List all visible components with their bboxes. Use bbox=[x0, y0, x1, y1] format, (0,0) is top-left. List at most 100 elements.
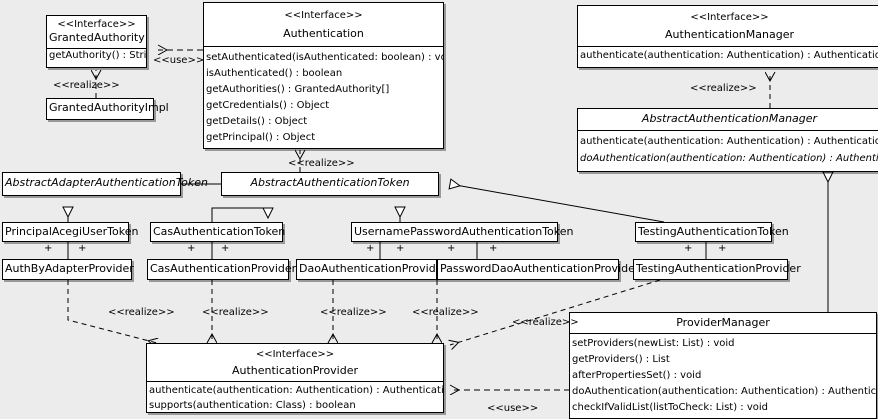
operations-compartment: getAuthority() : String bbox=[47, 49, 146, 63]
multiplicity-marker: + bbox=[718, 243, 727, 254]
class-name: DaoAuthenticationProvider bbox=[299, 262, 447, 275]
multiplicity-marker: + bbox=[684, 243, 693, 254]
operation: getProviders() : List bbox=[572, 354, 670, 365]
class-header: TestingAuthenticationToken bbox=[636, 223, 789, 241]
class-name: TestingAuthenticationToken bbox=[638, 225, 789, 238]
edge-label-realize-cas-provider: <<realize>> bbox=[202, 307, 269, 318]
class-header: AbstractAuthenticationToken bbox=[222, 173, 438, 192]
operation: authenticate(authentication: Authenticat… bbox=[580, 136, 878, 147]
class-testing-authentication-provider[interactable]: TestingAuthenticationProvider bbox=[633, 259, 801, 280]
multiplicity-marker: + bbox=[187, 243, 196, 254]
class-username-password-authentication-token[interactable]: UsernamePasswordAuthenticationToken bbox=[351, 222, 574, 242]
class-name: Authentication bbox=[283, 27, 364, 40]
class-provider-manager[interactable]: ProviderManager setProviders(newList: Li… bbox=[569, 312, 877, 419]
class-name: GrantedAuthority bbox=[49, 31, 145, 44]
class-header: GrantedAuthorityImpl bbox=[47, 99, 169, 117]
class-header: DaoAuthenticationProvider bbox=[297, 260, 447, 278]
class-principal-acegi-user-token[interactable]: PrincipalAcegiUserToken bbox=[2, 222, 139, 242]
operation: checkIfValidList(listToCheck: List) : vo… bbox=[572, 402, 769, 413]
multiplicity-marker: + bbox=[44, 243, 53, 254]
operation: authenticate(authentication: Authenticat… bbox=[580, 50, 878, 61]
stereotype-label: <<Interface>> bbox=[57, 19, 136, 30]
class-name: GrantedAuthorityImpl bbox=[49, 101, 169, 114]
operation: setProviders(newList: List) : void bbox=[572, 338, 735, 349]
class-abstract-authentication-token[interactable]: AbstractAuthenticationToken bbox=[221, 172, 439, 196]
class-testing-authentication-token[interactable]: TestingAuthenticationToken bbox=[635, 222, 789, 242]
stereotype-label: <<Interface>> bbox=[690, 12, 769, 23]
operation: getCredentials() : Object bbox=[206, 100, 330, 111]
class-header: AuthByAdapterProvider bbox=[3, 260, 134, 278]
edge-label-realize-auth-by-adapter: <<realize>> bbox=[108, 307, 175, 318]
class-header: AbstractAuthenticationManager bbox=[578, 109, 878, 131]
edge-label-realize-abstract-auth-manager: <<realize>> bbox=[690, 83, 757, 94]
class-password-dao-authentication-provider[interactable]: PasswordDaoAuthenticationProvider bbox=[437, 259, 640, 280]
multiplicity-marker: + bbox=[447, 243, 456, 254]
class-name: AuthByAdapterProvider bbox=[5, 262, 134, 275]
class-name: AbstractAuthenticationManager bbox=[641, 112, 818, 125]
class-header: <<Interface>> Authentication bbox=[204, 3, 443, 47]
class-cas-authentication-provider[interactable]: CasAuthenticationProvider bbox=[147, 259, 297, 280]
class-name: AuthenticationProvider bbox=[231, 364, 359, 377]
class-authentication-provider[interactable]: <<Interface>> AuthenticationProvider aut… bbox=[146, 343, 444, 413]
multiplicity-marker: + bbox=[78, 243, 87, 254]
class-dao-authentication-provider[interactable]: DaoAuthenticationProvider bbox=[296, 259, 447, 280]
class-name: UsernamePasswordAuthenticationToken bbox=[354, 225, 574, 238]
operations-compartment: authenticate(authentication: Authenticat… bbox=[147, 382, 443, 413]
operation: getPrincipal() : Object bbox=[206, 132, 316, 143]
class-authentication-manager[interactable]: <<Interface>> AuthenticationManager auth… bbox=[577, 5, 878, 68]
class-header: UsernamePasswordAuthenticationToken bbox=[352, 223, 574, 241]
class-header: ProviderManager bbox=[570, 313, 876, 334]
class-granted-authority-impl[interactable]: GrantedAuthorityImpl bbox=[46, 98, 169, 120]
operation: afterPropertiesSet() : void bbox=[572, 370, 702, 381]
class-header: CasAuthenticationToken bbox=[151, 223, 286, 241]
operation: getAuthority() : String bbox=[49, 50, 146, 61]
class-header: PrincipalAcegiUserToken bbox=[3, 223, 139, 241]
class-header: CasAuthenticationProvider bbox=[148, 260, 297, 278]
class-abstract-authentication-manager[interactable]: AbstractAuthenticationManager authentica… bbox=[577, 108, 878, 172]
operation-abstract: doAuthentication(authentication: Authent… bbox=[580, 153, 878, 164]
edge-label-realize-testing-provider: <<realize>> bbox=[512, 317, 579, 328]
operation: authenticate(authentication: Authenticat… bbox=[149, 385, 443, 396]
operation: getAuthorities() : GrantedAuthority[] bbox=[206, 84, 390, 95]
class-name: AbstractAuthenticationToken bbox=[250, 176, 410, 189]
edge-label-realize-granted-authority-impl: <<realize>> bbox=[53, 80, 120, 91]
operation: setAuthenticated(isAuthenticated: boolea… bbox=[206, 52, 443, 63]
operation: doAuthentication(authentication: Authent… bbox=[572, 386, 876, 397]
multiplicity-marker: + bbox=[489, 243, 498, 254]
class-granted-authority[interactable]: <<Interface>> GrantedAuthority getAuthor… bbox=[46, 15, 147, 68]
class-name: PasswordDaoAuthenticationProvider bbox=[440, 262, 640, 275]
operation: getDetails() : Object bbox=[206, 116, 308, 127]
class-name: ProviderManager bbox=[676, 316, 770, 329]
operations-compartment: authenticate(authentication: Authenticat… bbox=[578, 131, 878, 167]
multiplicity-marker: + bbox=[221, 243, 230, 254]
class-name: CasAuthenticationProvider bbox=[150, 262, 297, 275]
class-header: <<Interface>> AuthenticationProvider bbox=[147, 344, 443, 382]
class-name: PrincipalAcegiUserToken bbox=[5, 225, 139, 238]
class-cas-authentication-token[interactable]: CasAuthenticationToken bbox=[150, 222, 286, 242]
class-name: CasAuthenticationToken bbox=[153, 225, 286, 238]
class-header: <<Interface>> AuthenticationManager bbox=[578, 6, 878, 47]
class-authentication[interactable]: <<Interface>> Authentication setAuthenti… bbox=[203, 2, 444, 149]
class-header: AbstractAdapterAuthenticationToken bbox=[3, 173, 208, 192]
edge-label-realize-password-dao-provider: <<realize>> bbox=[412, 307, 479, 318]
edge-label-use-provider-manager: <<use>> bbox=[487, 403, 539, 414]
operations-compartment: setAuthenticated(isAuthenticated: boolea… bbox=[204, 47, 443, 146]
operations-compartment: authenticate(authentication: Authenticat… bbox=[578, 47, 878, 64]
class-header: PasswordDaoAuthenticationProvider bbox=[438, 260, 640, 278]
class-header: <<Interface>> GrantedAuthority bbox=[47, 16, 146, 49]
edge-label-realize-dao-provider: <<realize>> bbox=[320, 307, 387, 318]
class-name: AuthenticationManager bbox=[665, 28, 794, 41]
class-name: AbstractAdapterAuthenticationToken bbox=[5, 176, 208, 189]
operation: supports(authentication: Class) : boolea… bbox=[149, 400, 356, 411]
class-abstract-adapter-authentication-token[interactable]: AbstractAdapterAuthenticationToken bbox=[2, 172, 208, 196]
stereotype-label: <<Interface>> bbox=[284, 10, 363, 21]
multiplicity-marker: + bbox=[396, 243, 405, 254]
operations-compartment: setProviders(newList: List) : void getPr… bbox=[570, 334, 876, 416]
multiplicity-marker: + bbox=[366, 243, 375, 254]
class-name: TestingAuthenticationProvider bbox=[636, 262, 801, 275]
class-auth-by-adapter-provider[interactable]: AuthByAdapterProvider bbox=[2, 259, 134, 280]
edge-label-realize-abstract-auth-token: <<realize>> bbox=[288, 158, 355, 169]
class-header: TestingAuthenticationProvider bbox=[634, 260, 801, 278]
operation: isAuthenticated() : boolean bbox=[206, 68, 343, 79]
